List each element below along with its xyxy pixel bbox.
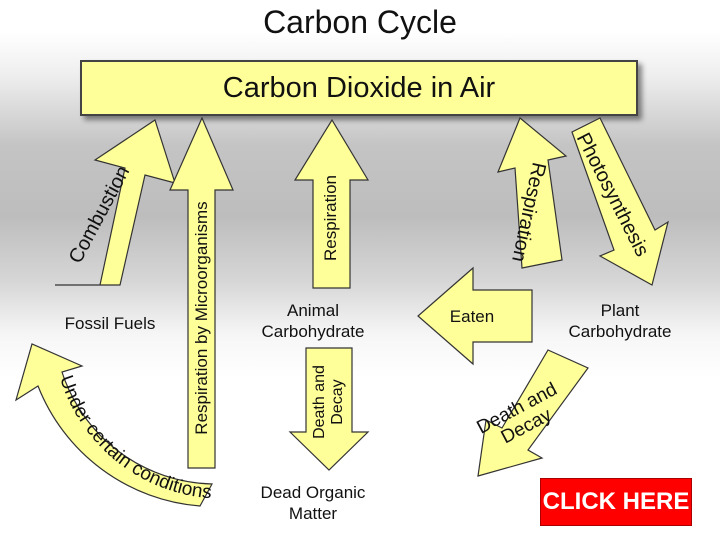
microorganism-respiration-arrow: [169, 116, 234, 469]
dead-matter-line1: Dead Organic: [260, 483, 366, 502]
plant-respiration-arrow: [497, 117, 568, 269]
click-here-label: CLICK HERE: [542, 488, 690, 515]
plant-death-decay-arrow: [477, 349, 589, 477]
combustion-arrow: [55, 119, 176, 286]
page-title: Carbon Cycle: [263, 4, 457, 40]
animal-label-line2: Carbohydrate: [261, 322, 365, 341]
plant-carbohydrate-node: Plant Carbohydrate: [552, 300, 688, 342]
carbon-dioxide-box: Carbon Dioxide in Air: [80, 60, 638, 116]
animal-carbohydrate-node: Animal Carbohydrate: [240, 300, 386, 342]
animal-respiration-arrow: [293, 118, 370, 289]
eaten-arrow: [417, 266, 533, 366]
plant-label-line2: Carbohydrate: [568, 322, 672, 341]
dead-matter-line2: Matter: [288, 504, 338, 523]
click-here-button[interactable]: CLICK HERE: [540, 478, 692, 526]
under-conditions-arrow: [14, 343, 213, 507]
carbon-dioxide-label: Carbon Dioxide in Air: [222, 71, 496, 104]
animal-death-decay-arrow: [288, 347, 370, 471]
fossil-fuels-label: Fossil Fuels: [64, 314, 156, 333]
eaten-label: Eaten: [449, 307, 495, 326]
eaten-node: Eaten: [432, 306, 512, 327]
fossil-fuels-node: Fossil Fuels: [40, 313, 180, 334]
plant-label-line1: Plant: [600, 301, 640, 320]
photosynthesis-arrow: [571, 117, 669, 286]
dead-organic-matter-node: Dead Organic Matter: [240, 482, 386, 524]
animal-label-line1: Animal: [287, 301, 339, 320]
under-conditions-label: Under certain conditions: [55, 373, 212, 504]
